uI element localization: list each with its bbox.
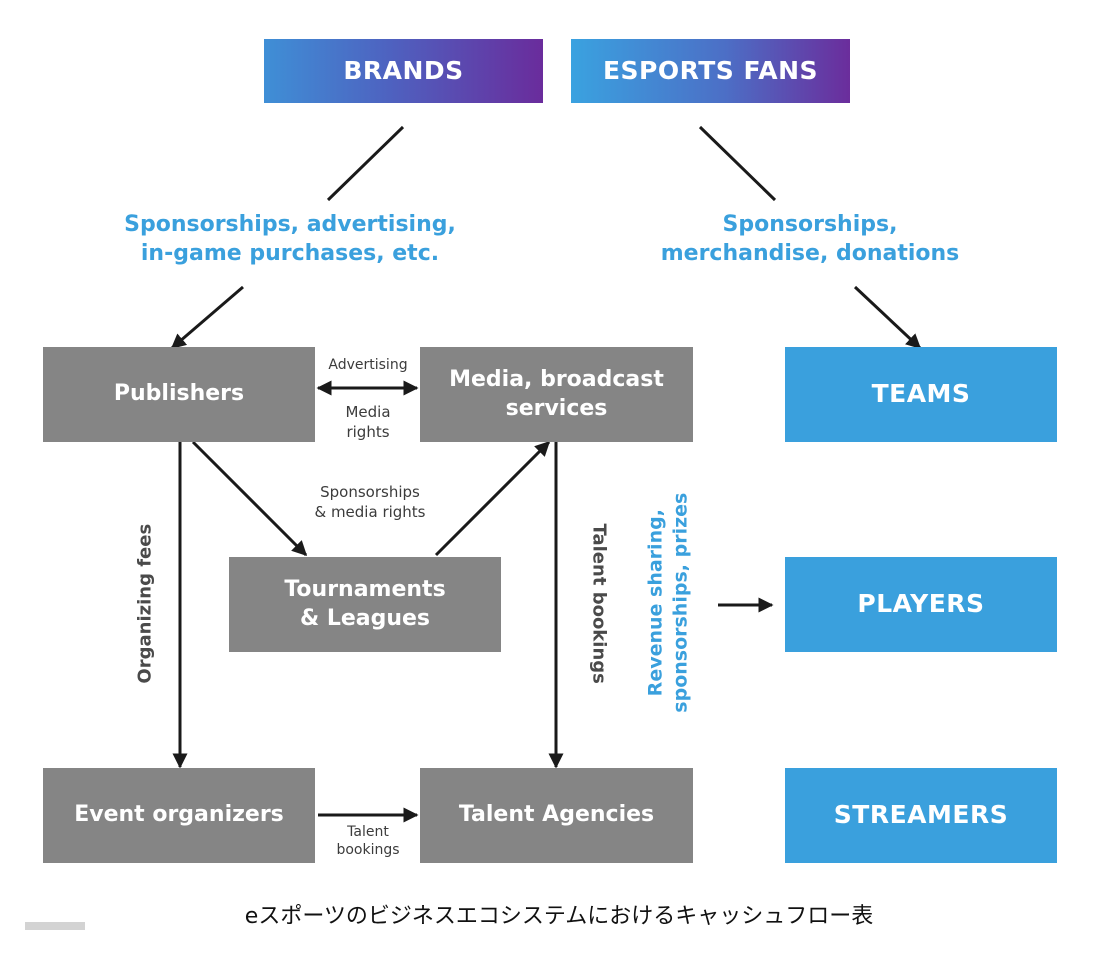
advertising-label: Advertising — [328, 357, 408, 373]
fans-connector-line — [698, 125, 777, 202]
node-tournaments-leagues: Tournaments & Leagues — [229, 557, 501, 652]
tournaments-line1: Tournaments — [284, 576, 446, 602]
node-media-broadcast: Media, broadcast services — [420, 347, 693, 442]
node-talent-agencies: Talent Agencies — [420, 768, 693, 863]
media-line1: Media, broadcast — [449, 366, 664, 392]
media-line2: services — [505, 395, 608, 421]
media-rights-label: Media rights — [318, 403, 418, 442]
talent-bookings-h-line1: Talent — [347, 824, 389, 840]
caption-decor-bar — [25, 922, 85, 930]
node-esports-fans: ESPORTS FANS — [571, 39, 850, 103]
node-brands: BRANDS — [264, 39, 543, 103]
sponsorships-media-line2: & media rights — [314, 502, 426, 521]
caption: eスポーツのビジネスエコシステムにおけるキャッシュフロー表 — [244, 904, 874, 929]
node-event-organizers: Event organizers — [43, 768, 315, 863]
fans-flow-line2: merchandise, donations — [660, 240, 960, 266]
revenue-sharing-label: Revenue sharing, sponsorships, prizes — [643, 483, 692, 723]
node-teams: TEAMS — [785, 347, 1057, 442]
tournaments-to-media-arrow — [434, 440, 551, 557]
node-players: PLAYERS — [785, 557, 1057, 652]
media-rights-line2: rights — [346, 422, 390, 441]
talent-bookings-h-line2: bookings — [336, 842, 400, 859]
revenue-line1: Revenue sharing, — [644, 509, 667, 697]
talent-bookings-vertical-label: Talent bookings — [588, 523, 610, 684]
talent-bookings-horizontal-label: Talent bookings — [318, 823, 418, 859]
brands-to-publishers-arrow — [170, 285, 244, 350]
revenue-line2: sponsorships, prizes — [669, 492, 691, 713]
fans-flow-label: Sponsorships, merchandise, donations — [630, 211, 990, 268]
brands-flow-line1: Sponsorships, advertising, — [124, 212, 456, 237]
publishers-to-tournaments-arrow — [191, 440, 308, 557]
node-streamers: STREAMERS — [785, 768, 1057, 863]
brands-connector-line — [326, 125, 405, 202]
fans-flow-line1: Sponsorships, — [722, 212, 898, 237]
sponsorships-media-rights-label: Sponsorships & media rights — [290, 483, 450, 522]
organizing-fees-label: Organizing fees — [134, 523, 156, 684]
sponsorships-media-line1: Sponsorships — [320, 483, 420, 501]
node-publishers: Publishers — [43, 347, 315, 442]
tournaments-line2: & Leagues — [299, 605, 431, 631]
brands-flow-label: Sponsorships, advertising, in-game purch… — [100, 211, 480, 268]
media-rights-line1: Media — [345, 403, 391, 421]
brands-flow-line2: in-game purchases, etc. — [140, 240, 440, 266]
fans-to-teams-arrow — [853, 285, 922, 350]
